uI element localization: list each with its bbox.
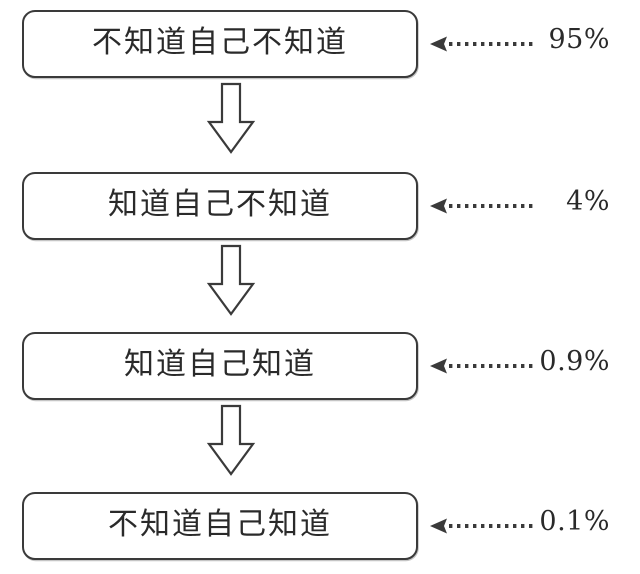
dotted-left-arrow-icon: [430, 198, 540, 214]
stage-box-3[interactable]: 知道自己知道: [22, 332, 418, 400]
stage-label-2: 知道自己不知道: [108, 187, 332, 222]
stage-label-1: 不知道自己不知道: [92, 25, 348, 60]
stage-percent-4: 0.1%: [539, 506, 610, 537]
dotted-left-arrow-icon: [430, 36, 540, 52]
stage-percent-2: 4%: [566, 186, 610, 217]
stage-box-2[interactable]: 知道自己不知道: [22, 172, 418, 240]
down-block-arrow-icon: [206, 82, 256, 154]
connector-2-3: [0, 240, 640, 332]
stage-box-4[interactable]: 不知道自己知道: [22, 492, 418, 560]
stage-percent-1: 95%: [548, 24, 610, 55]
stage-percent-3: 0.9%: [539, 346, 610, 377]
stage-label-3: 知道自己知道: [124, 347, 316, 382]
stage-row-3: 知道自己知道 0.9%: [0, 332, 640, 400]
dotted-left-arrow-icon: [430, 358, 540, 374]
stage-row-2: 知道自己不知道 4%: [0, 172, 640, 240]
connector-3-4: [0, 400, 640, 492]
stage-label-4: 不知道自己知道: [108, 507, 332, 542]
down-block-arrow-icon: [206, 404, 256, 476]
stage-row-1: 不知道自己不知道 95%: [0, 10, 640, 78]
dotted-left-arrow-icon: [430, 518, 540, 534]
stage-box-1[interactable]: 不知道自己不知道: [22, 10, 418, 78]
connector-1-2: [0, 78, 640, 170]
stage-row-4: 不知道自己知道 0.1%: [0, 492, 640, 560]
down-block-arrow-icon: [206, 244, 256, 316]
